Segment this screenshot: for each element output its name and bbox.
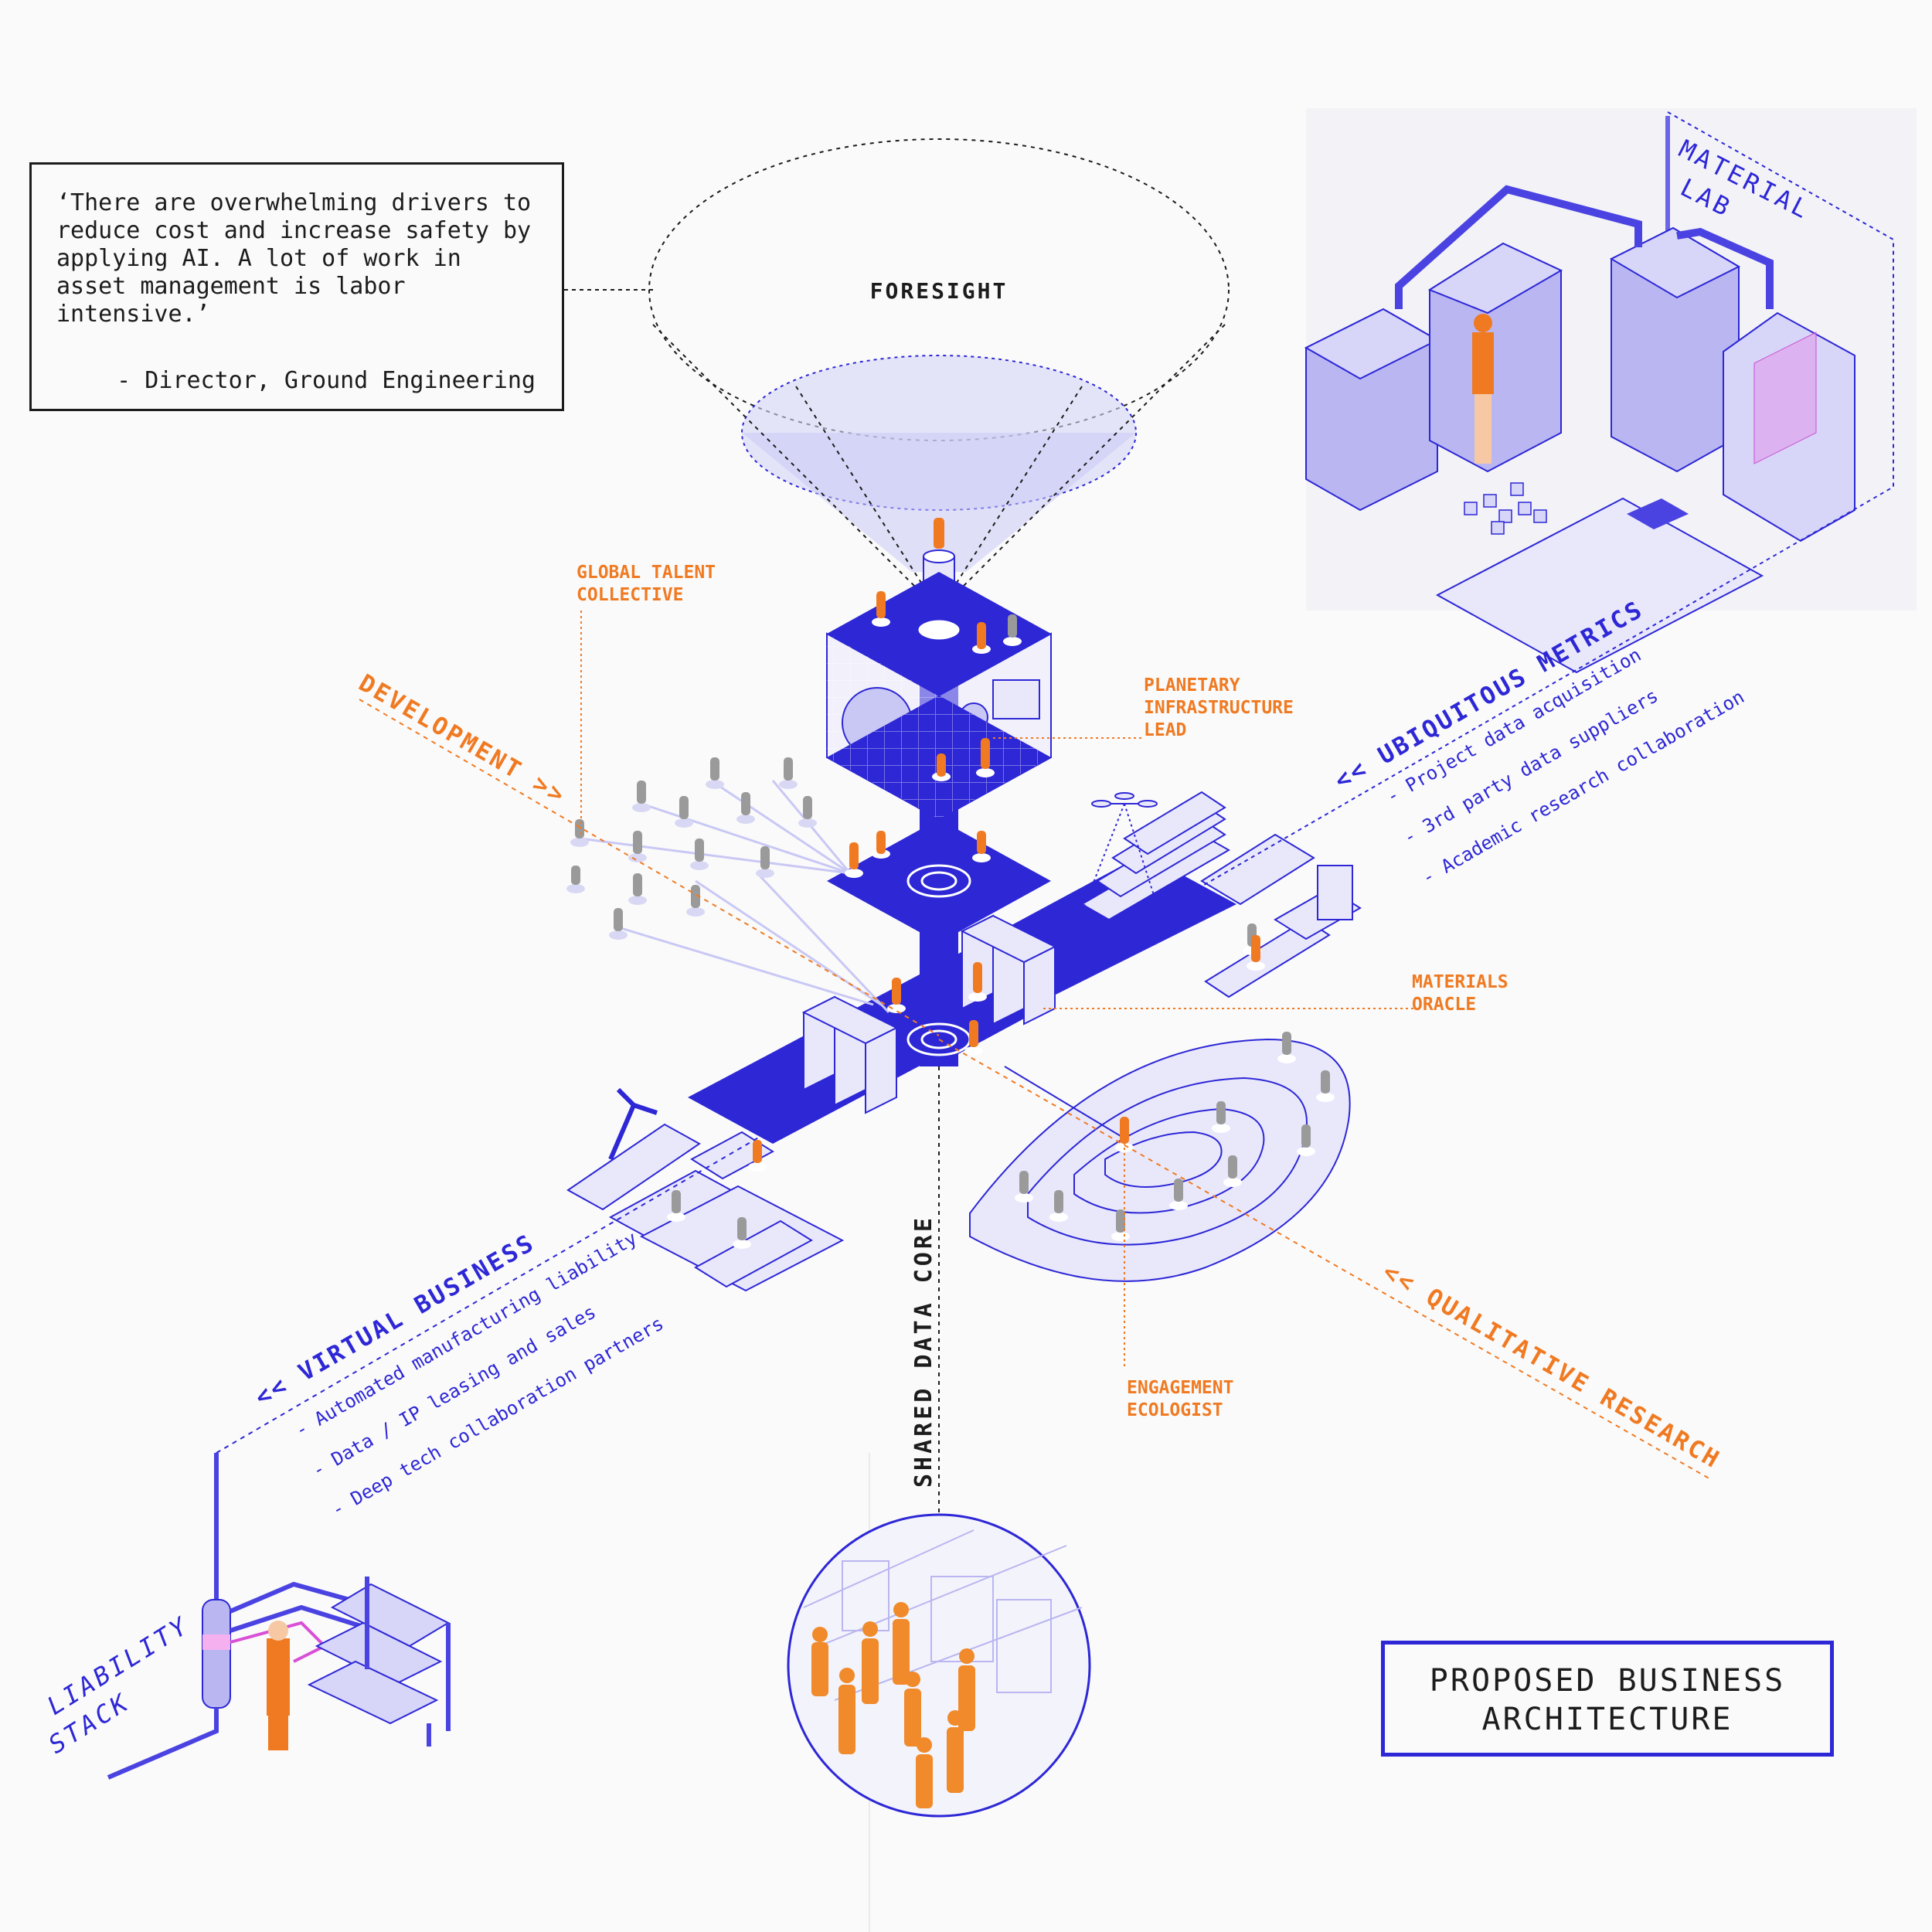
- right-annex: [1080, 791, 1362, 998]
- diagram-title-2: ARCHITECTURE: [1481, 1702, 1733, 1737]
- foresight-label: FORESIGHT: [870, 278, 1009, 304]
- talent-network: [579, 779, 890, 1014]
- development-axis: [359, 699, 940, 1036]
- planetary-label-3: LEAD: [1144, 720, 1186, 740]
- materials-oracle-label: MATERIALS: [1412, 972, 1509, 992]
- diagram-title-box: PROPOSED BUSINESS ARCHITECTURE: [1381, 1641, 1834, 1757]
- liability-stack: [107, 1453, 451, 1780]
- quote-box: ‘There are overwhelming drivers to reduc…: [29, 162, 564, 411]
- virtual-axis: [216, 1135, 762, 1454]
- drone-icon: [1081, 792, 1160, 913]
- engagement-label-2: ECOLOGIST: [1127, 1400, 1223, 1420]
- global-talent-label: GLOBAL TALENT: [577, 563, 716, 583]
- platform-top: [826, 572, 1052, 821]
- planetary-label-2: INFRASTRUCTURE: [1144, 698, 1294, 718]
- shared-data-core-label: SHARED DATA CORE: [910, 1215, 937, 1488]
- foresight-cone: [648, 138, 1230, 611]
- development-label: DEVELOPMENT >>: [354, 669, 571, 811]
- shared-data-core-circle: [787, 1513, 1091, 1818]
- server-racks-right: [960, 914, 1057, 1026]
- material-lab: [1304, 108, 1917, 674]
- engagement-label: ENGAGEMENT: [1127, 1378, 1233, 1398]
- server-racks-left: [801, 995, 899, 1114]
- qualitative-research-label: << QUALITATIVE RESEARCH: [1378, 1258, 1726, 1475]
- quote-attribution: - Director, Ground Engineering: [117, 367, 536, 394]
- planetary-label: PLANETARY: [1144, 675, 1240, 696]
- leader-lines: [580, 611, 1414, 1368]
- global-talent-label-2: COLLECTIVE: [577, 585, 683, 605]
- material-lab-leader: [1070, 111, 1894, 963]
- materials-oracle-label-2: ORACLE: [1412, 995, 1476, 1015]
- quote-text: ‘There are overwhelming drivers to reduc…: [56, 189, 532, 328]
- amphitheatre: [969, 1038, 1351, 1282]
- metrics-list: - Project data acquisition - 3rd party d…: [1383, 644, 1748, 889]
- diagram-title: PROPOSED BUSINESS: [1429, 1663, 1786, 1699]
